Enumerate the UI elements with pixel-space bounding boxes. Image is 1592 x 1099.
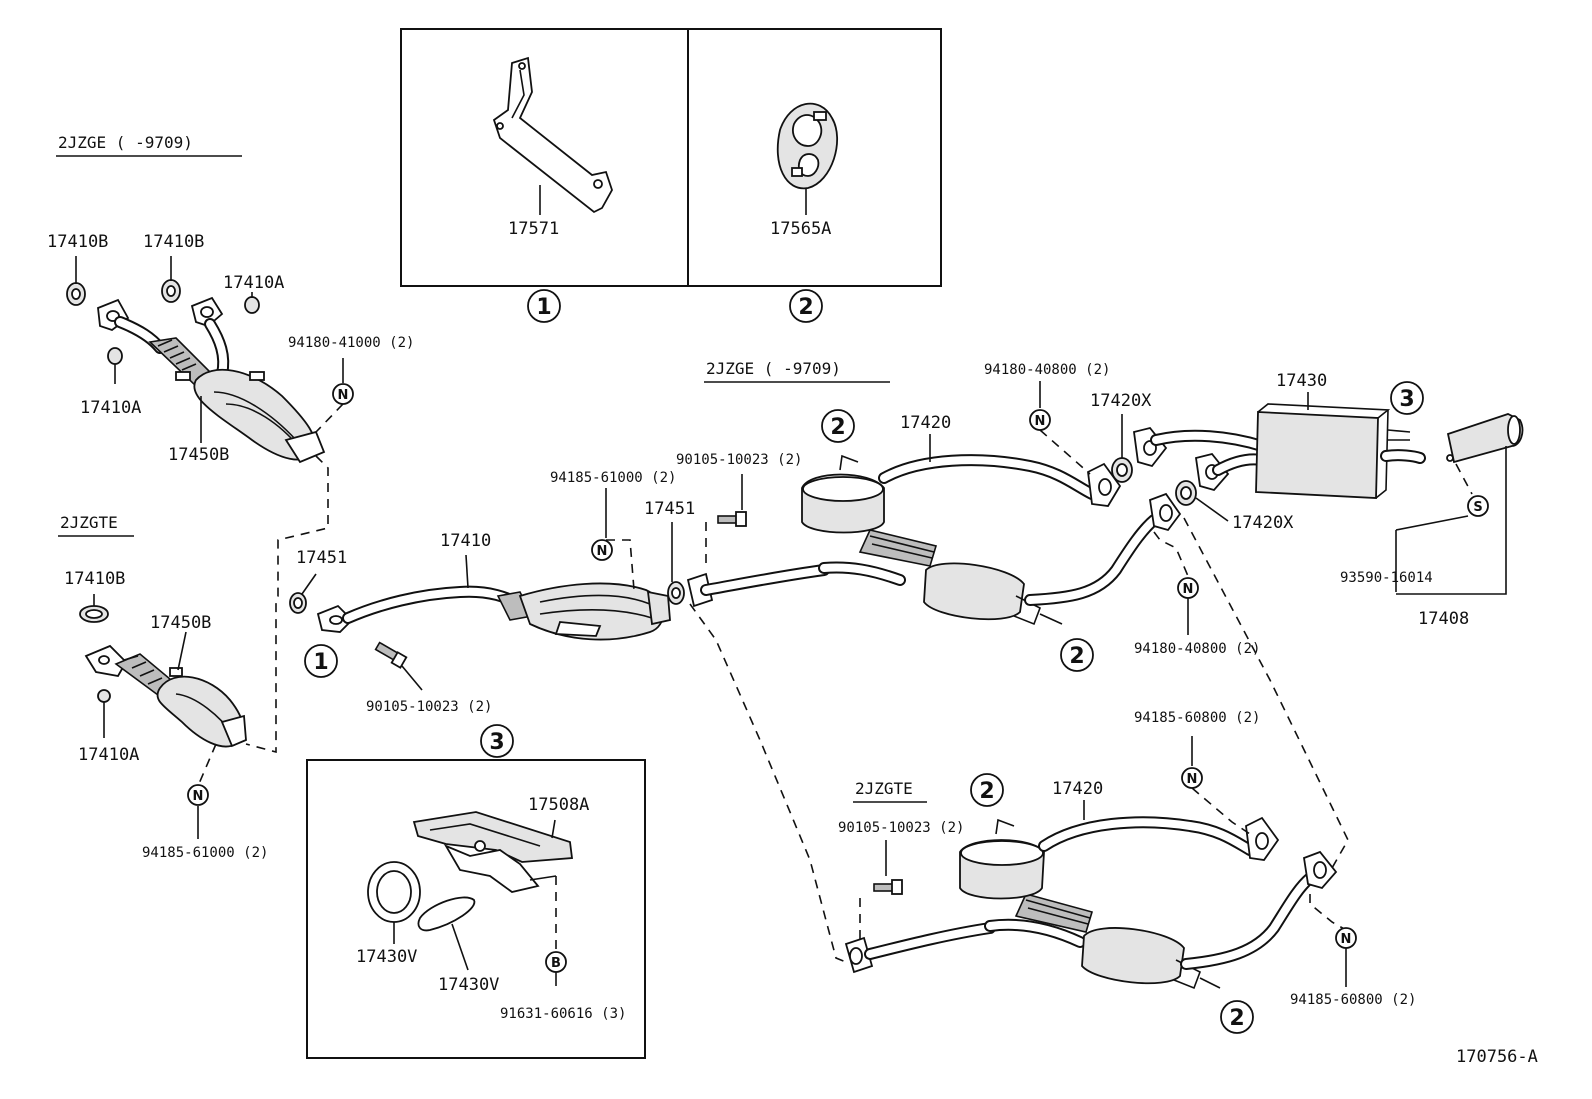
part-label-17420X: 17420X	[1232, 513, 1294, 533]
bolt-90105-b	[717, 511, 747, 527]
callout-text: 1	[313, 650, 328, 675]
callout-text: 2	[1229, 1006, 1244, 1031]
symbol-n-b: N	[187, 784, 209, 806]
svg-text:N: N	[1035, 414, 1046, 429]
inset-box-muffler-mount	[306, 759, 646, 1059]
front-catalyst-2jzgte	[79, 605, 247, 748]
callout-2-upper-resonator: 2	[821, 409, 855, 443]
rubber-hanger-part	[776, 102, 838, 190]
symbol-n-c: N	[591, 539, 613, 561]
symbol-n-g: N	[1335, 927, 1357, 949]
callout-text: 2	[979, 779, 994, 804]
part-label-94180-40800: 94180-40800 (2)	[1134, 641, 1260, 657]
heading-2jzge-mid: 2JZGE ( -9709)	[704, 359, 890, 383]
part-label-17408: 17408	[1418, 609, 1469, 629]
svg-text:N: N	[1183, 582, 1194, 597]
part-label-17410A: 17410A	[78, 745, 139, 765]
callout-text: 3	[489, 730, 504, 755]
symbol-n-f: N	[1181, 767, 1203, 789]
callout-2-inset: 2	[789, 289, 823, 323]
muffler-mount-bracket	[412, 811, 574, 893]
svg-text:N: N	[1341, 932, 1352, 947]
svg-text:2JZGTE: 2JZGTE	[855, 779, 913, 798]
gasket-ring-17430V-large-inner	[376, 870, 412, 914]
exhaust-bracket-part	[492, 56, 613, 214]
part-label-17410B: 17410B	[143, 232, 204, 252]
part-label-17430V: 17430V	[356, 947, 417, 967]
part-label-90105-10023: 90105-10023 (2)	[676, 452, 802, 468]
callout-text: 1	[536, 295, 551, 320]
callout-1-inset: 1	[527, 289, 561, 323]
part-label-17410B: 17410B	[47, 232, 108, 252]
part-label-91631-60616: 91631-60616 (3)	[500, 1006, 626, 1022]
bolt-90105-a	[374, 641, 408, 669]
callout-3-inset: 3	[480, 724, 514, 758]
part-label-94180-40800: 94180-40800 (2)	[984, 362, 1110, 378]
callout-3-muffler: 3	[1390, 381, 1424, 415]
symbol-n-d: N	[1029, 409, 1051, 431]
part-label-17565A: 17565A	[770, 219, 831, 239]
part-label-17410: 17410	[440, 531, 491, 551]
part-label-17450B: 17450B	[168, 445, 229, 465]
part-label-17410B: 17410B	[64, 569, 125, 589]
bolt-90105-c	[873, 879, 903, 895]
callout-text: 2	[830, 415, 845, 440]
part-label-17420: 17420	[900, 413, 951, 433]
leader-lines	[75, 185, 1507, 987]
callout-text: 2	[798, 295, 813, 320]
center-pipe-2jzge	[667, 454, 1182, 626]
part-label-17451: 17451	[296, 548, 347, 568]
svg-text:N: N	[597, 544, 608, 559]
symbol-b-a: B	[545, 951, 567, 973]
dashed-connection-lines	[197, 403, 1473, 963]
diagram-reference-code: 170756-A	[1456, 1047, 1538, 1067]
heading-2jzgte-left: 2JZGTE	[58, 513, 134, 537]
callout-2-gte-lower: 2	[1220, 1000, 1254, 1034]
part-label-17451: 17451	[644, 499, 695, 519]
symbol-n-a: N	[332, 383, 354, 405]
callout-2-gte-upper: 2	[970, 773, 1004, 807]
inset-box-bracket-hanger	[400, 28, 942, 287]
part-label-17450B: 17450B	[150, 613, 211, 633]
front-catalyst-2jzge	[66, 279, 326, 464]
part-label-90105-10023: 90105-10023 (2)	[838, 820, 964, 836]
part-label-94185-61000: 94185-61000 (2)	[142, 845, 268, 861]
callout-text: 2	[1069, 644, 1084, 669]
heading-2jzgte-low: 2JZGTE	[853, 779, 927, 803]
part-label-17410A: 17410A	[80, 398, 141, 418]
svg-text:2JZGTE: 2JZGTE	[60, 513, 118, 532]
svg-text:2JZGE ( -9709): 2JZGE ( -9709)	[706, 359, 841, 378]
part-label-94180-41000: 94180-41000 (2)	[288, 335, 414, 351]
part-label-93590-16014: 93590-16014	[1340, 570, 1433, 586]
part-label-17430V: 17430V	[438, 975, 499, 995]
svg-text:N: N	[193, 789, 204, 804]
part-label-94185-60800: 94185-60800 (2)	[1134, 710, 1260, 726]
part-label-90105-10023: 90105-10023 (2)	[366, 699, 492, 715]
gasket-17430V-oval	[417, 896, 476, 932]
svg-text:N: N	[1187, 772, 1198, 787]
part-label-94185-60800: 94185-60800 (2)	[1290, 992, 1416, 1008]
center-pipe-2jzgte	[844, 816, 1338, 990]
part-label-17508A: 17508A	[528, 795, 589, 815]
part-label-17430: 17430	[1276, 371, 1327, 391]
svg-text:N: N	[338, 388, 349, 403]
part-label-17420: 17420	[1052, 779, 1103, 799]
callout-2-lower-resonator: 2	[1060, 638, 1094, 672]
svg-text:2JZGE ( -9709): 2JZGE ( -9709)	[58, 133, 193, 152]
svg-text:B: B	[551, 956, 561, 971]
callout-text: 3	[1399, 387, 1414, 412]
callout-1-pipe: 1	[304, 644, 338, 678]
part-label-17410A: 17410A	[223, 273, 284, 293]
symbol-s-a: S	[1467, 495, 1489, 517]
part-label-94185-61000: 94185-61000 (2)	[550, 470, 676, 486]
symbol-n-e: N	[1177, 577, 1199, 599]
heading-2jzge-left: 2JZGE ( -9709)	[56, 133, 242, 157]
front-exhaust-pipe-17410	[289, 582, 671, 641]
rear-muffler-17430	[1111, 403, 1524, 506]
part-label-17420X: 17420X	[1090, 391, 1152, 411]
part-label-17571: 17571	[508, 219, 559, 239]
svg-text:S: S	[1473, 500, 1482, 515]
